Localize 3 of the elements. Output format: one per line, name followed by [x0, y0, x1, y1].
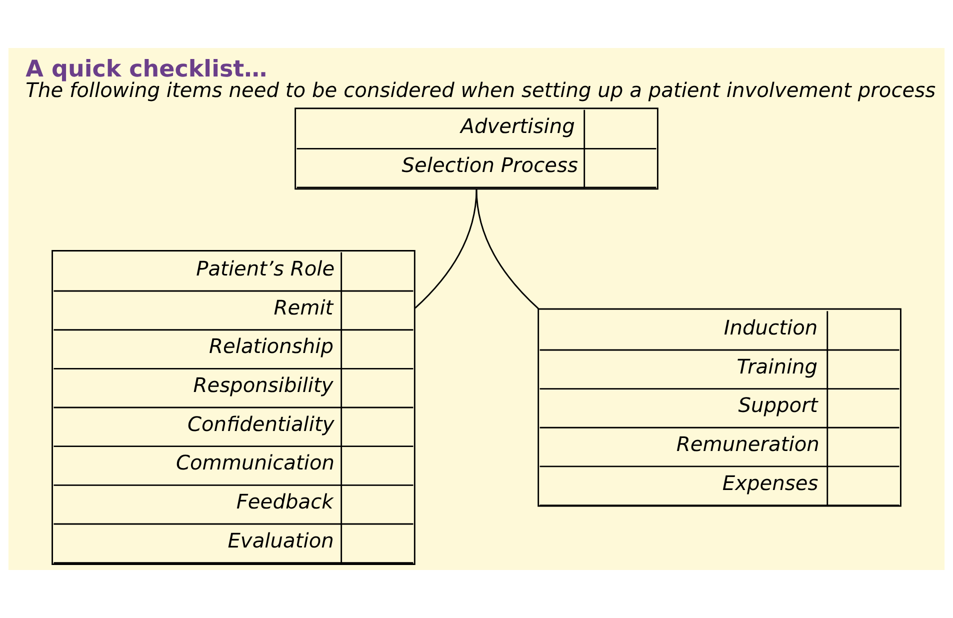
- connector: [414, 188, 478, 309]
- connector: [476, 188, 539, 310]
- diagram-title: A quick checklist…: [26, 56, 268, 82]
